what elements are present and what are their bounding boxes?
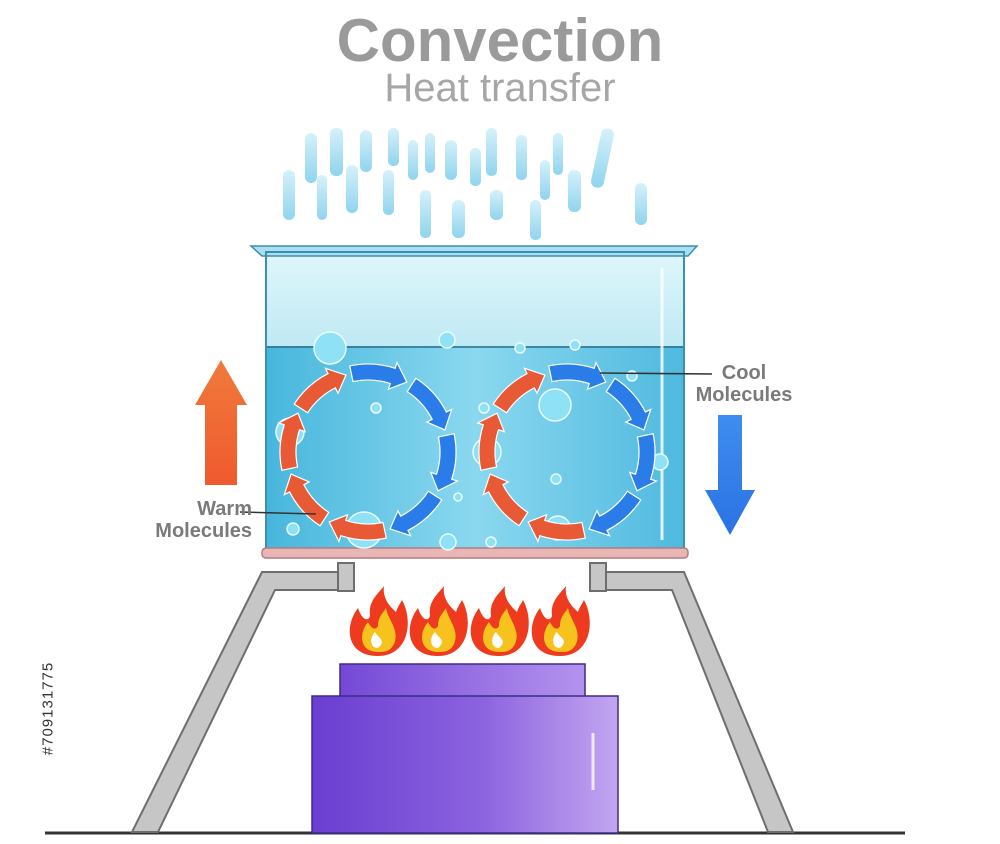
warm-label-line2: Molecules — [155, 520, 252, 542]
pot-base — [261, 547, 689, 559]
cool-label-line1: Cool — [721, 362, 767, 384]
flames — [349, 586, 590, 656]
warm-rising-arrow — [195, 360, 247, 485]
cool-loop-arrow — [389, 490, 443, 537]
flame-inner — [483, 608, 517, 652]
burner — [311, 663, 619, 834]
cool-loop-arrow — [348, 361, 408, 391]
warm-loop-arrow — [328, 513, 388, 543]
cool-loop-arrow — [628, 432, 658, 492]
stand-left-post — [337, 562, 355, 592]
cool-sinking-arrow — [705, 415, 755, 535]
flame-inner — [362, 608, 396, 652]
warm-loop-arrow — [492, 367, 546, 414]
stand — [130, 562, 795, 833]
cool-loop-arrow — [547, 361, 607, 391]
burner-body — [311, 695, 619, 834]
warm-label-line1: Warm — [197, 498, 252, 520]
warm-loop-arrow — [527, 513, 587, 543]
convection-loops — [277, 361, 658, 543]
flame-core — [492, 632, 503, 648]
diagram-title: Convection — [336, 7, 664, 74]
cool-loop-arrow — [429, 432, 459, 492]
flame-inner — [422, 608, 456, 652]
cool-leader-line — [599, 372, 713, 375]
warm-loop-arrow — [293, 367, 347, 414]
burner-top — [339, 663, 586, 699]
cool-molecules-label: Cool Molecules — [684, 362, 804, 406]
cool-label-line2: Molecules — [695, 384, 793, 406]
warm-loop-arrow — [277, 412, 307, 472]
steam — [283, 128, 647, 240]
cool-loop-arrow — [588, 490, 642, 537]
pot-air — [266, 252, 684, 348]
stand-left-leg — [130, 571, 341, 833]
warm-leader-line — [239, 511, 317, 515]
stand-right-leg — [604, 571, 795, 833]
flame-core — [553, 632, 564, 648]
diagram-subtitle: Heat transfer — [384, 66, 616, 110]
warm-loop-arrow — [476, 412, 506, 472]
cool-loop-arrow — [605, 377, 652, 431]
warm-loop-arrow — [482, 473, 529, 527]
flame-core — [431, 632, 442, 648]
stock-id-vertical: #709131775 — [39, 661, 57, 756]
flame-inner — [544, 608, 578, 652]
cool-loop-arrow — [406, 377, 453, 431]
warm-molecules-label: Warm Molecules — [132, 498, 252, 542]
stand-right-post — [589, 562, 607, 592]
flame-core — [371, 632, 382, 648]
